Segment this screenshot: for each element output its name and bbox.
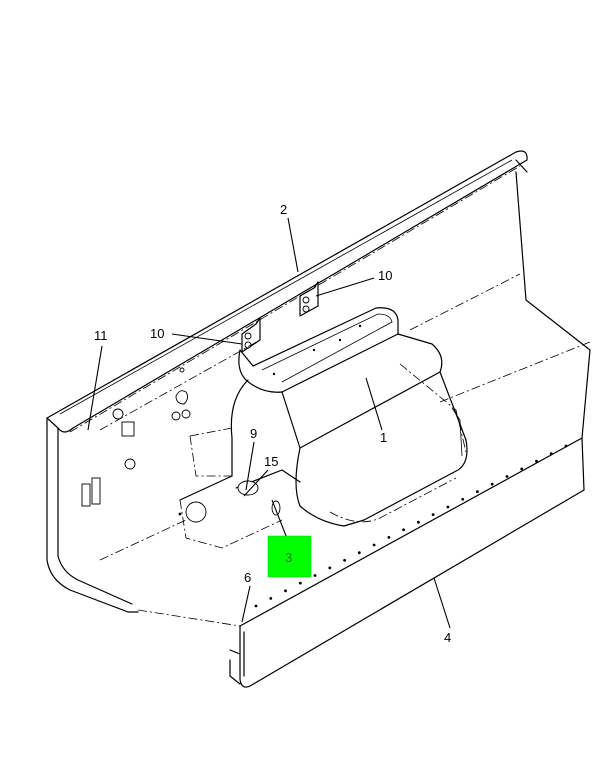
callout-6: 6 [244, 570, 251, 585]
rivet [549, 452, 553, 455]
rivet [313, 574, 317, 577]
callout-15: 15 [264, 454, 278, 469]
callout-3: 3 [285, 550, 292, 565]
floor-panel [137, 437, 585, 688]
rivet [357, 551, 361, 555]
top-rail [46, 150, 528, 433]
panel-holes [81, 367, 191, 507]
central-duct [230, 307, 468, 527]
rivet [387, 536, 391, 539]
rivet [431, 513, 435, 516]
rivet [461, 497, 465, 501]
rivet [417, 520, 420, 524]
clip-right [299, 281, 319, 317]
callout-2: 2 [280, 202, 287, 217]
side-panel [46, 171, 591, 613]
rivet [402, 528, 405, 532]
rivet [505, 475, 509, 478]
callout-labels: 2 10 10 11 1 9 15 6 4 [94, 202, 451, 645]
mounting-plate [178, 427, 301, 549]
callout-10-left: 10 [150, 326, 164, 341]
rivet [328, 566, 332, 570]
rivet [564, 444, 568, 448]
callout-1: 1 [380, 430, 387, 445]
rivet [476, 490, 479, 494]
highlight-box [267, 535, 312, 578]
highlight-callout-3[interactable]: 3 [267, 535, 312, 578]
leader-lines [87, 217, 451, 629]
callout-11: 11 [94, 328, 108, 343]
rivet [284, 589, 287, 593]
rivet [520, 467, 524, 471]
callout-9: 9 [250, 426, 257, 441]
rivet [298, 581, 302, 585]
rivet [372, 543, 376, 547]
rivet [535, 459, 538, 463]
rivet [446, 505, 450, 509]
callout-4: 4 [444, 630, 451, 645]
rivet [269, 597, 273, 600]
rivet-row [254, 444, 568, 608]
rivet [343, 558, 346, 562]
reference-lines [99, 273, 591, 561]
rivet [254, 604, 258, 608]
callout-10-right: 10 [378, 268, 392, 283]
rivet [490, 482, 494, 486]
